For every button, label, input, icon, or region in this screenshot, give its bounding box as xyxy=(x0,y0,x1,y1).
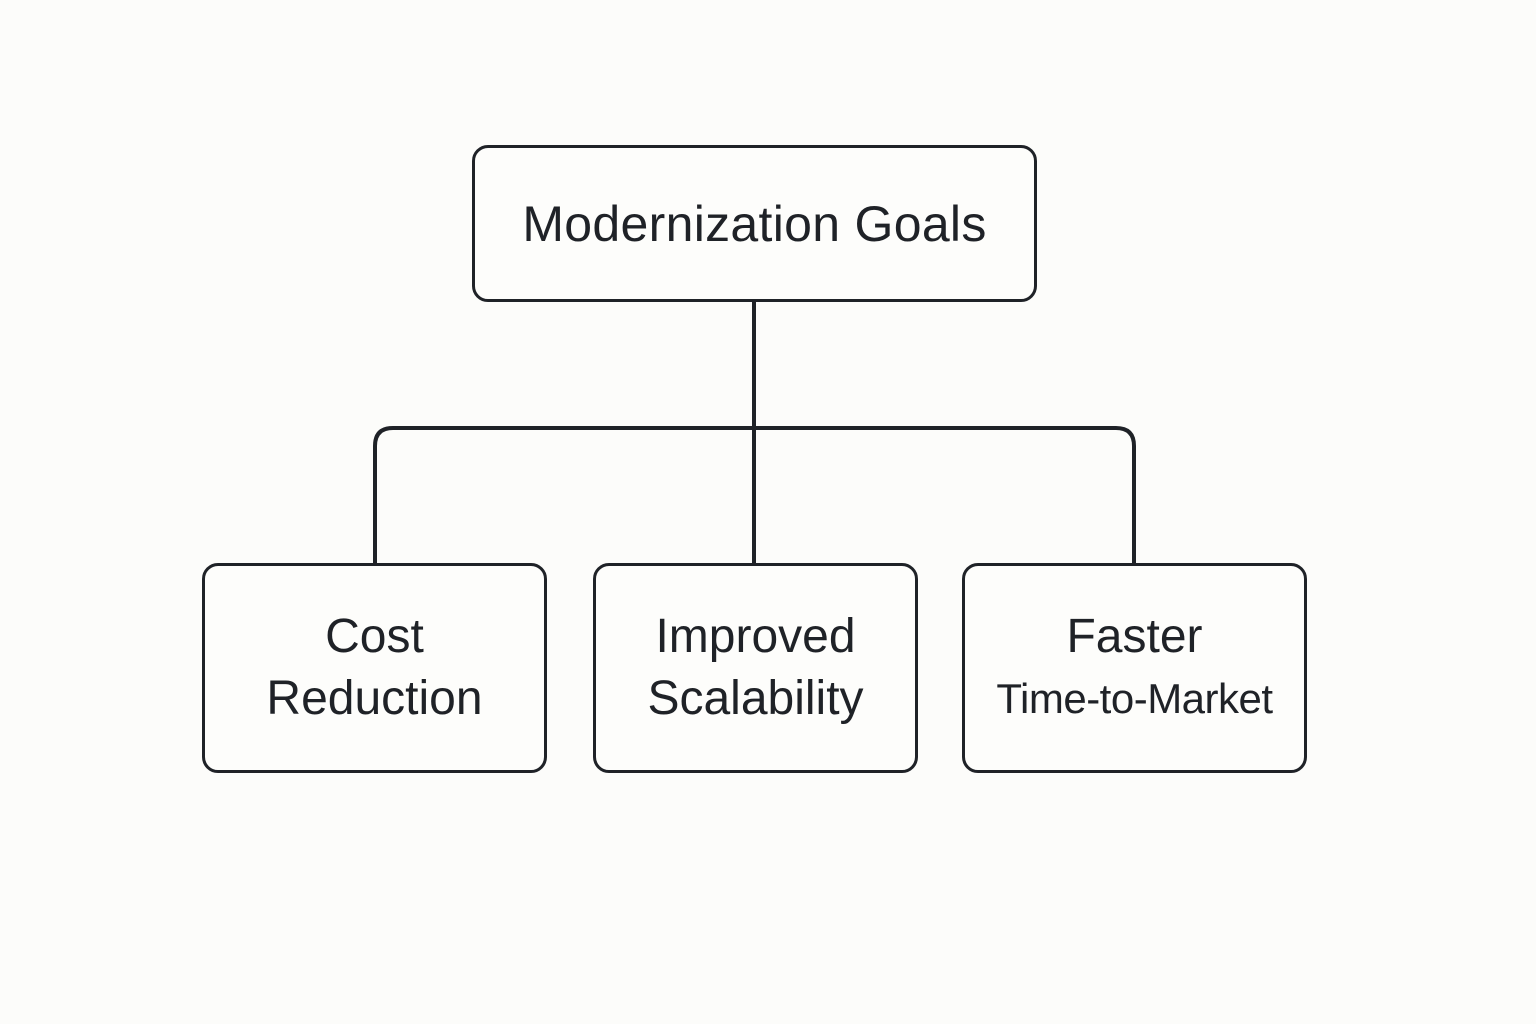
child-node-label-line1: Faster xyxy=(1066,610,1203,663)
child-node-label-line2: Reduction xyxy=(266,672,483,725)
root-node-modernization-goals: Modernization Goals xyxy=(472,145,1037,302)
child-node-label-line2: Scalability xyxy=(647,672,864,725)
child-node-faster-time-to-market: Faster Time-to-Market xyxy=(962,563,1307,773)
child-node-label-line1: Cost xyxy=(325,610,424,663)
child-node-label-line1: Improved xyxy=(655,610,856,663)
child-node-label-line2: Time-to-Market xyxy=(996,675,1273,722)
child-node-improved-scalability: Improved Scalability xyxy=(593,563,918,773)
connector-branch-bar xyxy=(373,426,1136,563)
child-node-cost-reduction: Cost Reduction xyxy=(202,563,547,773)
root-node-label: Modernization Goals xyxy=(522,195,987,252)
